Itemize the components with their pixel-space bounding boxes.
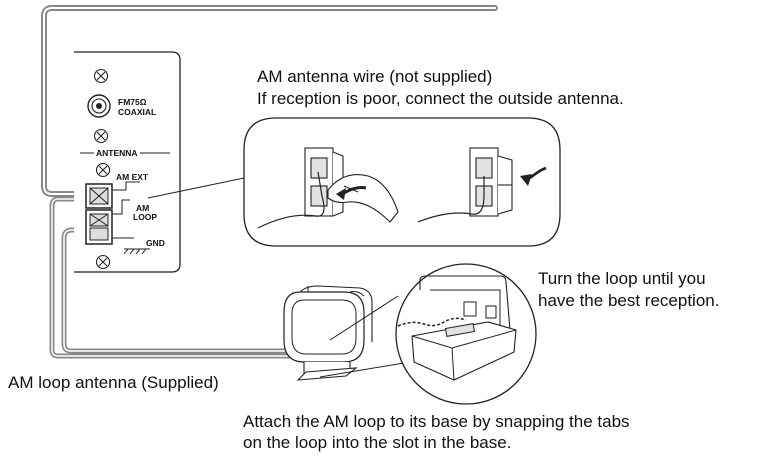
- am-loop-antenna-icon: [283, 285, 373, 381]
- am-ext-label: AM EXT: [116, 172, 149, 182]
- am-wire-caption-detail: If reception is poor, connect the outsid…: [257, 89, 624, 108]
- screw-icon: [95, 162, 111, 178]
- rear-panel: FM75Ω COAXIAL ANTENNA AM EXT AM LOOP GND: [74, 51, 181, 273]
- turn-loop-caption: Turn the loop until you: [538, 269, 706, 288]
- ground-icon: [123, 248, 150, 255]
- am-ext-terminal: [85, 183, 113, 209]
- turn-loop-caption-detail: have the best reception.: [538, 291, 720, 310]
- coaxial-label: COAXIAL: [118, 107, 156, 117]
- fm-coaxial-jack-icon: [87, 94, 111, 118]
- am-ext-leader: [112, 181, 140, 191]
- zoom-leader: [329, 295, 399, 341]
- screw-icon: [93, 128, 109, 144]
- am-wire-caption: AM antenna wire (not supplied): [257, 67, 493, 86]
- loop-antenna-caption: AM loop antenna (Supplied): [8, 373, 219, 392]
- am-loop-label: AM: [136, 203, 149, 213]
- attach-caption: Attach the AM loop to its base by snappi…: [243, 412, 630, 431]
- am-loop-label: LOOP: [133, 212, 157, 222]
- zoom-leader: [319, 361, 411, 378]
- screw-icon: [95, 254, 111, 270]
- wire-left: [257, 171, 325, 229]
- attach-caption-detail: on the loop into the slot in the base.: [243, 433, 512, 452]
- am-loop-leader: [112, 199, 130, 215]
- release-arrow-icon: [520, 166, 547, 186]
- am-loop-terminal: [85, 209, 113, 245]
- wire-right: [417, 176, 485, 223]
- fm-label: FM75Ω: [118, 97, 147, 107]
- outside-antenna-cable: [41, 5, 498, 197]
- spring-clip-closed: [469, 147, 513, 217]
- screw-icon: [93, 68, 109, 84]
- terminal-callout: [243, 117, 561, 247]
- antenna-label: ANTENNA: [96, 148, 138, 158]
- callout-leader: [147, 177, 245, 199]
- loop-antenna-cable: [49, 196, 295, 359]
- gnd-label: GND: [146, 238, 165, 248]
- loop-base-detail: [395, 263, 537, 405]
- push-arrow-icon: [336, 186, 367, 200]
